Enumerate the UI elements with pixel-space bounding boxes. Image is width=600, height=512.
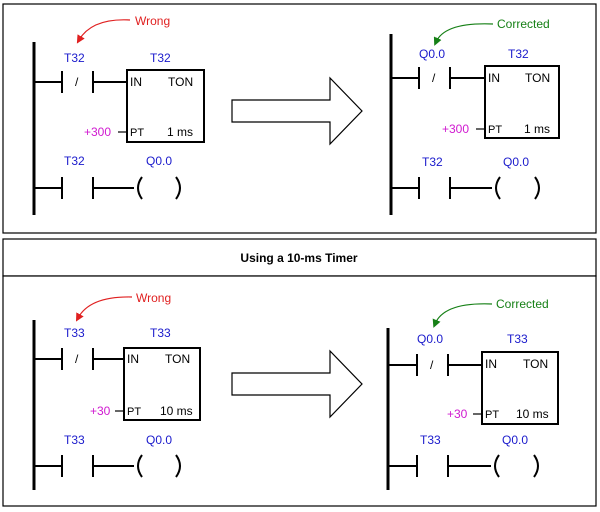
timer-pt-label: PT	[488, 124, 502, 136]
contact-address: Q0.0	[419, 47, 445, 61]
ton-timer-box	[481, 351, 559, 425]
contact-address: T32	[64, 154, 85, 168]
ton-timer-box	[123, 347, 201, 421]
coil-right-arc	[534, 176, 540, 200]
coil-left-arc	[137, 454, 143, 478]
ton-timer-box	[126, 69, 205, 143]
big-right-arrow	[231, 76, 363, 146]
panel-2-title: Using a 10-ms Timer	[240, 251, 357, 265]
timer-in-label: IN	[130, 75, 142, 89]
corrected-label: Corrected	[496, 297, 549, 311]
coil-right-arc	[175, 176, 181, 200]
ton-timer-box	[484, 65, 560, 139]
contact-address: T32	[422, 155, 443, 169]
corrected-arrow	[432, 303, 493, 328]
wrong-arrow	[76, 19, 131, 44]
corrected-label: Corrected	[497, 17, 550, 31]
coil-address: Q0.0	[146, 154, 172, 168]
timer-in-label: IN	[485, 357, 497, 371]
timer-type-label: TON	[168, 75, 193, 89]
panel-2-corrected-network: Corrected Q0.0 / T33 IN TON PT 10 ms +30…	[386, 297, 559, 490]
panel-2-wrong-network: Wrong T33 / T33 IN TON PT 10 ms +30 T33 …	[32, 291, 201, 490]
timer-pt-label: PT	[485, 409, 499, 421]
preset-value: +30	[447, 407, 468, 421]
panel-1-wrong-network: Wrong T32 / T32 IN TON PT 1 ms +300 T32 …	[32, 14, 205, 215]
timer-resolution: 1 ms	[524, 122, 550, 136]
coil-left-arc	[495, 176, 501, 200]
nc-contact-slash: /	[432, 71, 436, 85]
nc-contact-slash: /	[430, 358, 434, 372]
timer-pt-label: PT	[127, 406, 141, 418]
coil-right-arc	[533, 454, 539, 478]
coil-address: Q0.0	[503, 155, 529, 169]
coil-address: Q0.0	[146, 433, 172, 447]
wrong-label: Wrong	[136, 291, 171, 305]
wrong-label: Wrong	[135, 14, 170, 28]
timer-in-label: IN	[127, 352, 139, 366]
coil-right-arc	[175, 454, 181, 478]
panel-1-corrected-network: Corrected Q0.0 / T32 IN TON PT 1 ms +300…	[389, 17, 560, 215]
contact-address: Q0.0	[417, 332, 443, 346]
timer-address: T32	[508, 47, 529, 61]
coil-left-arc	[137, 176, 143, 200]
timer-type-label: TON	[523, 357, 548, 371]
timer-address: T33	[507, 332, 528, 346]
timer-resolution: 10 ms	[516, 407, 549, 421]
coil-left-arc	[494, 454, 500, 478]
timer-resolution: 10 ms	[160, 404, 193, 418]
contact-address: T33	[420, 433, 441, 447]
timer-address: T33	[150, 326, 171, 340]
timer-in-label: IN	[488, 71, 500, 85]
timer-resolution: 1 ms	[167, 125, 193, 139]
timer-type-label: TON	[165, 352, 190, 366]
preset-value: +30	[90, 404, 111, 418]
timer-pt-label: PT	[130, 127, 144, 139]
coil-address: Q0.0	[502, 433, 528, 447]
timer-address: T32	[150, 51, 171, 65]
contact-address: T32	[64, 51, 85, 65]
panel-2-title-frame	[2, 238, 597, 277]
wrong-arrow	[75, 296, 133, 322]
preset-value: +300	[84, 125, 111, 139]
corrected-arrow	[433, 23, 494, 46]
nc-contact-slash: /	[75, 352, 79, 366]
nc-contact-slash: /	[75, 75, 79, 89]
big-right-arrow	[231, 349, 363, 419]
preset-value: +300	[442, 122, 469, 136]
contact-address: T33	[64, 433, 85, 447]
timer-type-label: TON	[525, 71, 550, 85]
contact-address: T33	[64, 326, 85, 340]
